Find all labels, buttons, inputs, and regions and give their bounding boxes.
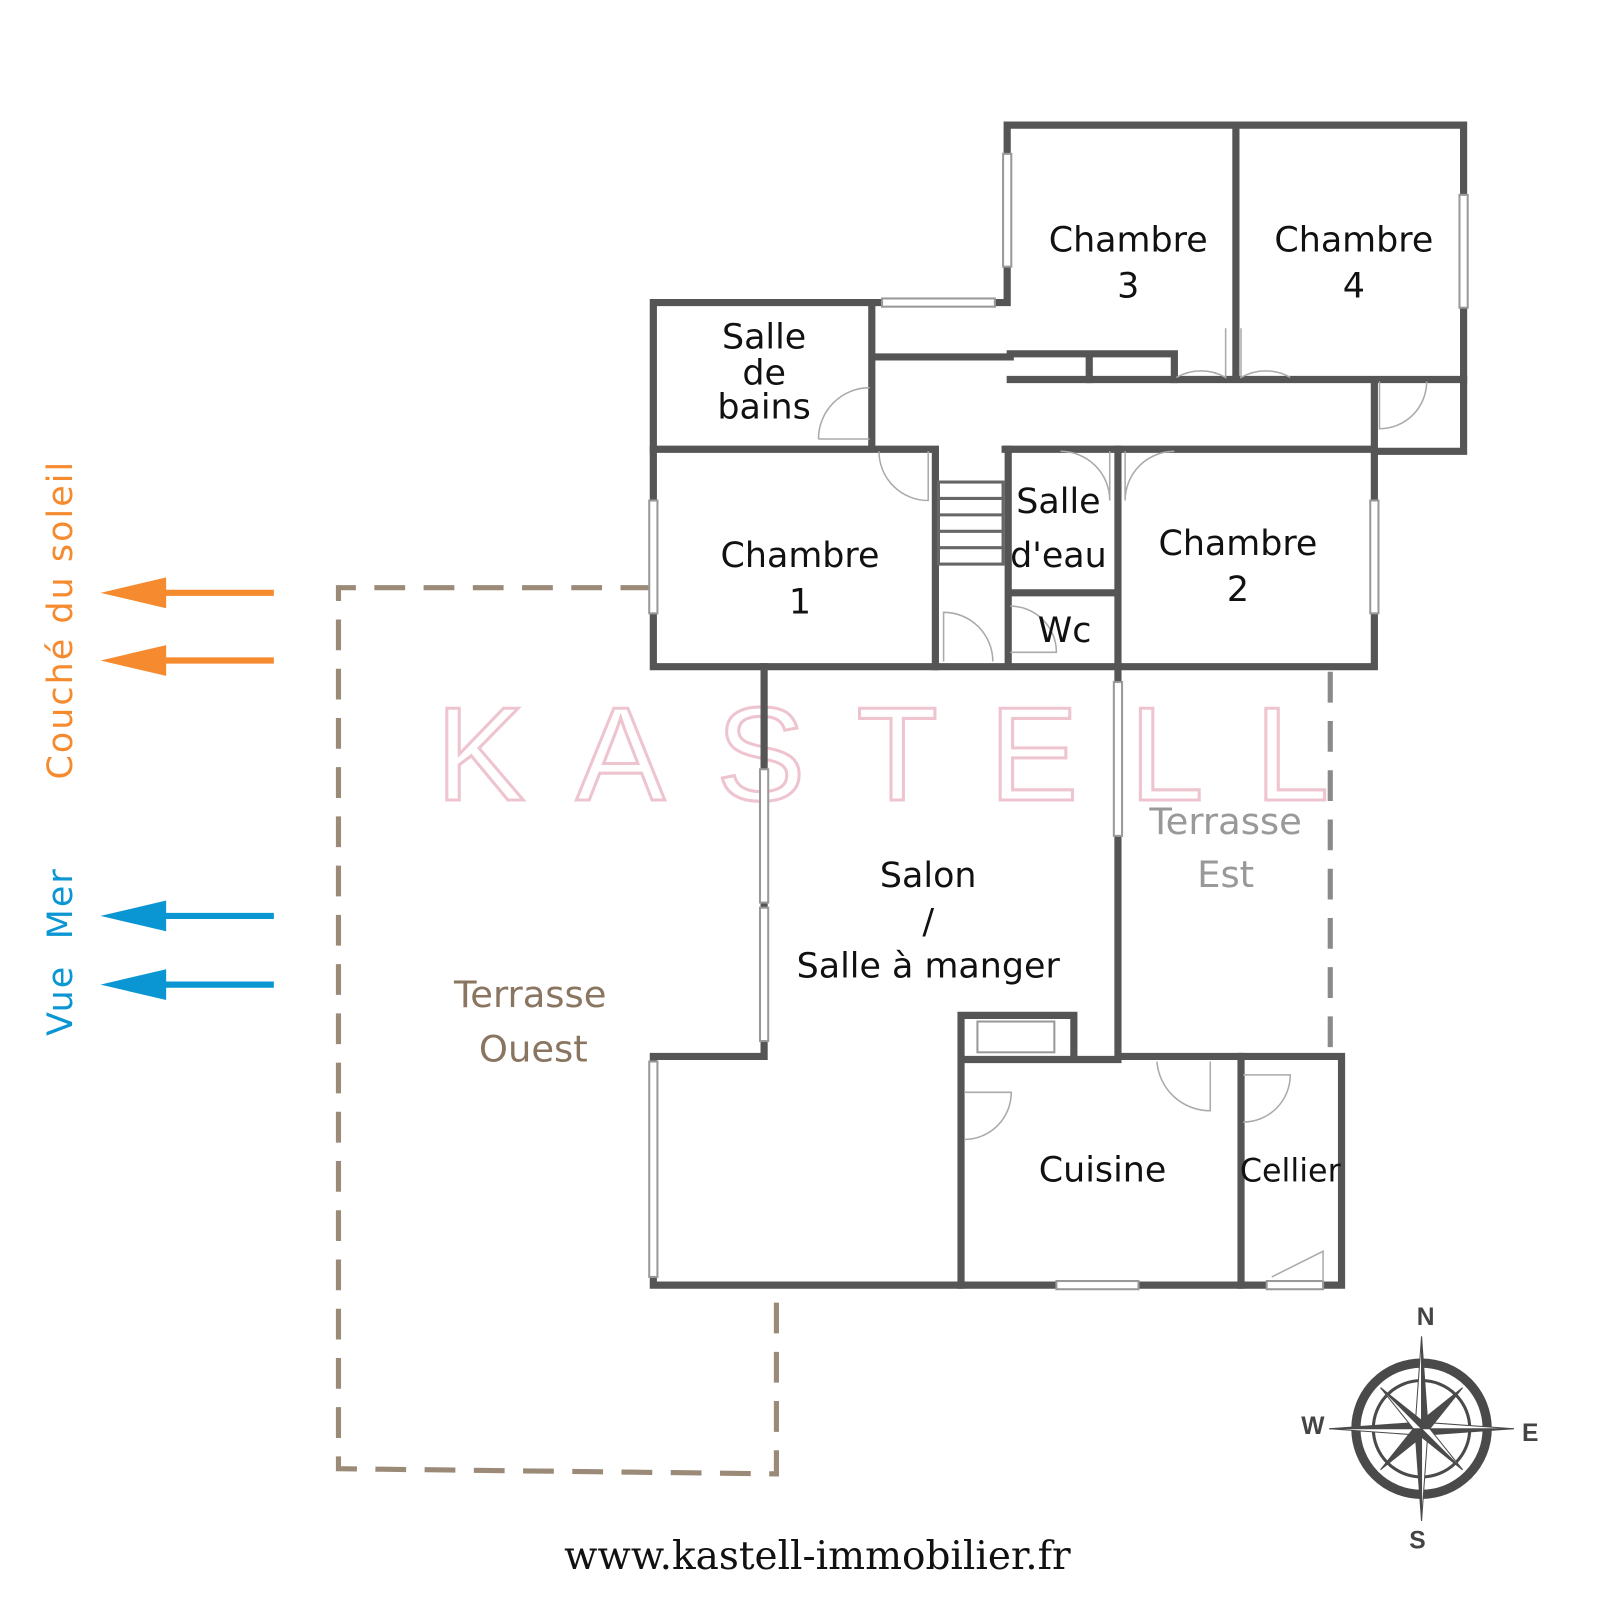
svg-text:Chambre: Chambre	[1049, 220, 1208, 260]
svg-text:de: de	[742, 354, 786, 394]
sunset-arrows	[100, 577, 274, 676]
arrow-left-icon	[100, 969, 167, 1000]
room-cellier: Cellier	[1240, 1153, 1342, 1190]
svg-text:Terrasse: Terrasse	[453, 973, 606, 1016]
svg-text:Salle: Salle	[1016, 482, 1100, 522]
sea-view-arrows	[100, 900, 274, 1000]
watermark: KASTELL	[436, 680, 1380, 829]
windows	[648, 152, 1469, 1291]
sea-view-label: Vue Mer	[41, 867, 81, 1036]
svg-text:Terrasse: Terrasse	[1148, 800, 1301, 843]
svg-text:Chambre: Chambre	[1158, 524, 1317, 564]
svg-text:Chambre: Chambre	[721, 536, 880, 576]
terrasse-ouest-label: Terrasse Ouest	[453, 973, 606, 1070]
svg-text:Ouest: Ouest	[479, 1028, 588, 1071]
compass-e: E	[1522, 1420, 1538, 1447]
compass-s: S	[1409, 1528, 1425, 1555]
terrasse-ouest-outline	[335, 585, 779, 1477]
room-chambre-4: Chambre 4	[1274, 220, 1433, 306]
svg-text:2: 2	[1227, 570, 1249, 610]
svg-text:3: 3	[1117, 266, 1139, 306]
svg-text:Salon: Salon	[880, 856, 977, 896]
room-salle-de-bains: Salle de bains	[717, 318, 810, 428]
compass-n: N	[1417, 1304, 1435, 1331]
arrow-left-icon	[100, 900, 167, 932]
walls	[649, 121, 1468, 1289]
svg-text:/: /	[922, 902, 934, 942]
svg-text:Est: Est	[1197, 853, 1254, 896]
room-chambre-3: Chambre 3	[1049, 220, 1208, 306]
room-salon: Salon / Salle à manger	[797, 856, 1061, 986]
arrow-left-icon	[100, 577, 167, 609]
svg-text:Chambre: Chambre	[1274, 220, 1433, 260]
terrasse-est-label: Terrasse Est	[1148, 800, 1301, 896]
footer-url[interactable]: www.kastell-immobilier.fr	[564, 1534, 1071, 1579]
doors	[817, 328, 1428, 1283]
room-cuisine: Cuisine	[1039, 1151, 1167, 1191]
sunset-label: Couché du soleil	[41, 460, 81, 780]
compass-rose-icon	[1329, 1336, 1514, 1522]
room-salle-deau: Salle d'eau	[1010, 482, 1107, 576]
svg-text:4: 4	[1343, 266, 1365, 306]
room-chambre-2: Chambre 2	[1158, 524, 1317, 610]
room-wc: Wc	[1038, 611, 1092, 651]
svg-text:Salle: Salle	[722, 318, 806, 358]
arrow-left-icon	[100, 645, 167, 676]
room-chambre-1: Chambre 1	[721, 536, 880, 622]
svg-text:bains: bains	[717, 387, 810, 427]
svg-text:Salle à manger: Salle à manger	[797, 946, 1061, 986]
svg-text:d'eau: d'eau	[1010, 536, 1107, 576]
compass-w: W	[1301, 1413, 1325, 1440]
svg-text:1: 1	[789, 582, 811, 622]
